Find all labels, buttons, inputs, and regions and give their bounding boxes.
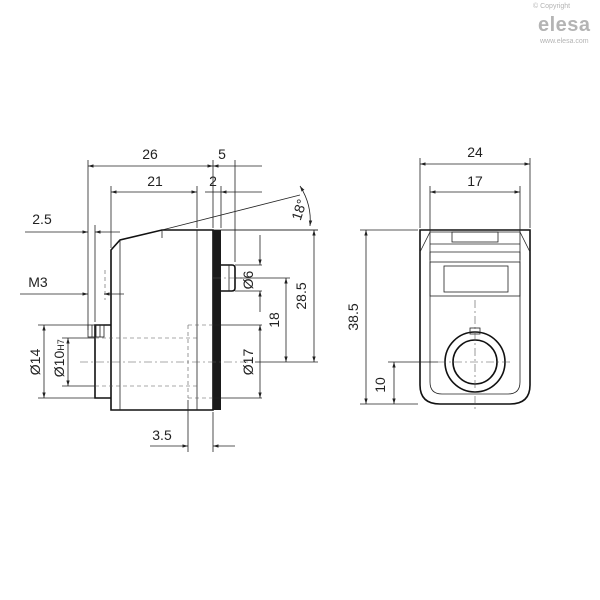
front-body-outline — [419, 229, 531, 405]
dim-screw-thread: M3 — [28, 274, 48, 290]
dim-hub-depth: 3.5 — [152, 427, 172, 443]
dim-bore-diameter: Ø10 — [51, 351, 67, 378]
dim-bore-tolerance: H7 — [56, 339, 66, 351]
display-window — [429, 261, 521, 297]
dim-flange-diameter: Ø17 — [240, 349, 256, 376]
hub-outline — [94, 324, 111, 399]
dim-axis-height: 10 — [372, 377, 388, 393]
dim-overall-height-side: 28.5 — [293, 282, 309, 309]
dim-window-width: 17 — [467, 173, 483, 189]
side-body-outline — [110, 229, 214, 411]
dim-hub-diameter: Ø14 — [27, 349, 43, 376]
dim-shoulder: 2.5 — [32, 211, 52, 227]
dim-flange-thickness: 5 — [218, 146, 226, 162]
dim-front-height: 38.5 — [345, 303, 361, 330]
knurled-flange — [213, 230, 221, 410]
brand-name: elesa — [538, 14, 591, 36]
dim-knurl-width: 2 — [209, 173, 217, 189]
dim-overall-length: 26 — [142, 146, 158, 162]
side-view: 26 5 21 2 18° 2.5 M3 Ø14 — [20, 146, 318, 452]
copyright-text: © Copyright — [533, 2, 570, 10]
dim-draft-angle: 18° — [288, 197, 310, 222]
dim-boss-height: 18 — [266, 312, 282, 328]
dim-body-length: 21 — [147, 173, 163, 189]
front-view: 24 17 38.5 10 — [345, 144, 531, 412]
elesa-logo: © Copyright elesa www.elesa.com — [533, 2, 591, 45]
dim-boss-diameter: Ø6 — [240, 270, 256, 289]
dim-front-width: 24 — [467, 144, 483, 160]
brand-website: www.elesa.com — [539, 38, 589, 45]
